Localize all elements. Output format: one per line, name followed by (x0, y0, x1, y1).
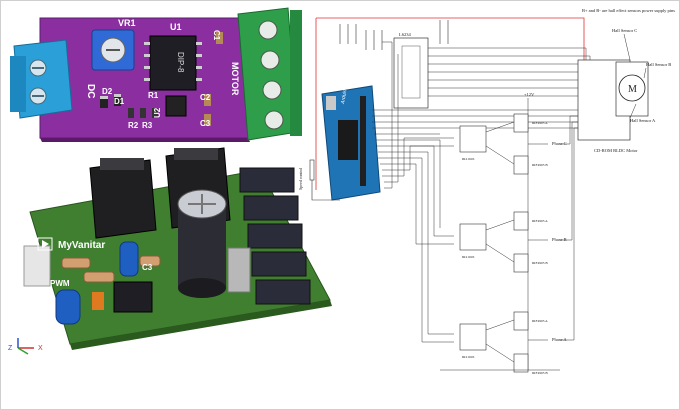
axis-z-label: Z (8, 345, 13, 352)
r3-label: R3 (142, 121, 153, 130)
axis-indicator (17, 338, 34, 355)
axis-x-label: X (38, 345, 43, 352)
phase-b-hi-fet: IRF4905 A (532, 219, 548, 223)
vcc-label: +12V (524, 92, 535, 97)
l6234-ic (393, 37, 429, 109)
motor-letter: M (628, 84, 637, 95)
p1-label: P1 (34, 309, 44, 318)
phase-c-lo-fet: IRF4905 B (532, 163, 548, 167)
r2-label: R2 (128, 121, 139, 130)
u1-dip8-chip (144, 35, 202, 91)
c2-label: C2 (200, 93, 211, 102)
hall-sensor-a: Hall Sensor A (630, 118, 656, 123)
vr1-trimmer (91, 29, 135, 71)
phase-c-hi-fet: IRF4905 A (532, 121, 548, 125)
phase-a-stage (459, 311, 548, 373)
r1-label: R1 (148, 91, 159, 100)
phase-a-label: Phase A (552, 337, 567, 342)
power-note: B+ and B- are hall effect sensors power … (582, 8, 675, 13)
dc-label: DC (85, 84, 96, 98)
inductor-stack (239, 167, 311, 305)
l6234-label: L6234 (399, 32, 411, 37)
pwm-label: PWM (50, 279, 70, 288)
u2-label: U2 (153, 107, 162, 118)
speed-pot (309, 159, 340, 201)
speed-control-label: Speed control (298, 167, 303, 190)
d2-label: D2 (102, 87, 113, 96)
dc-terminal (10, 39, 73, 119)
d1-label: D1 (114, 97, 125, 106)
phase-c-driver: IR2104S (462, 157, 475, 161)
bldc-motor (577, 59, 649, 141)
c1-label: C1 (212, 30, 221, 41)
smd-components (100, 32, 223, 126)
hall-sensor-c: Hall Sensor C (612, 28, 637, 33)
motor-caption: CD-ROM BLDC Motor (594, 148, 638, 153)
schematic: B+ and B- are hall effect sensors power … (298, 8, 675, 375)
phase-b-stage (459, 211, 548, 273)
phase-b-lo-fet: IRF4905 B (532, 261, 548, 265)
c3-label: C3 (200, 119, 211, 128)
large-capacitor (177, 189, 227, 298)
phase-c-label: Phase C (552, 141, 567, 146)
phase-a-lo-fet: IRF4905 B (532, 371, 548, 375)
motor-terminal (237, 7, 302, 141)
u1-label: U1 (170, 22, 182, 32)
phase-c-stage (459, 113, 548, 175)
c3-bottom-label: C3 (142, 263, 153, 272)
bottom-small-components (23, 237, 161, 325)
dip8-label: DIP-8 (176, 52, 185, 73)
c4-label: C4 (44, 329, 55, 338)
phase-b-label: Phase B (552, 237, 567, 242)
arduino-label: Arduino (340, 86, 349, 105)
motor-label: MOTOR (230, 62, 240, 96)
phase-a-driver: IR2104S (462, 355, 475, 359)
brand-label: MyVanitar (58, 240, 105, 251)
grey-block (227, 247, 251, 293)
hall-sensor-b: Hall Sensor B (646, 62, 671, 67)
phase-a-hi-fet: IRF4905 A (532, 319, 548, 323)
arduino-board (321, 85, 381, 201)
vr1-label: VR1 (118, 18, 136, 28)
phase-b-driver: IR2104S (462, 255, 475, 259)
